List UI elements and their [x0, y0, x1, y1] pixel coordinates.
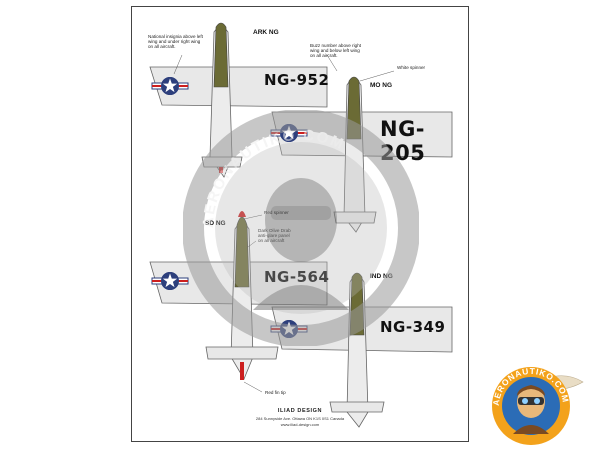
note-line: wing and under right wing: [148, 39, 201, 45]
note-line: National insignia above left: [148, 34, 203, 39]
buzz-number: NG-349: [380, 318, 446, 336]
red-fin-tip-note: Red fin tip: [265, 390, 286, 395]
white-spinner-note: White spinner: [397, 65, 426, 70]
note-line: Buzz number above right: [310, 43, 362, 48]
buzz-number-note: Buzz number above right wing and below l…: [310, 43, 390, 59]
aircraft-code-label: SD NG: [205, 220, 226, 227]
buzz-number: NG-564: [264, 268, 329, 286]
aeronautiko-badge-icon: AERONAUTIKO.COM: [491, 366, 584, 445]
aircraft-code-label: IND NG: [370, 273, 393, 280]
publisher-address: 284 Sunnyside Ave. Ottawa ON K1S 0S1 Can…: [255, 416, 345, 421]
publisher-website: www.iliad-design.com: [280, 422, 320, 427]
insignia-note: National insignia above left wing and un…: [148, 34, 228, 50]
publisher-title: ILIAD DESIGN: [277, 408, 323, 414]
note-line: wing and below left wing: [310, 48, 360, 54]
aircraft-code-label: ARK NG: [253, 29, 279, 36]
note-line: on all aircraft.: [148, 44, 176, 50]
aeronautiko-watermark-icon: AERONAUTIKO.COM: [183, 110, 419, 346]
buzz-number: NG-952: [264, 71, 330, 89]
note-line: on all aircraft.: [310, 53, 338, 59]
aircraft-code-label: MO NG: [370, 82, 393, 89]
leader-lines: [173, 54, 395, 393]
